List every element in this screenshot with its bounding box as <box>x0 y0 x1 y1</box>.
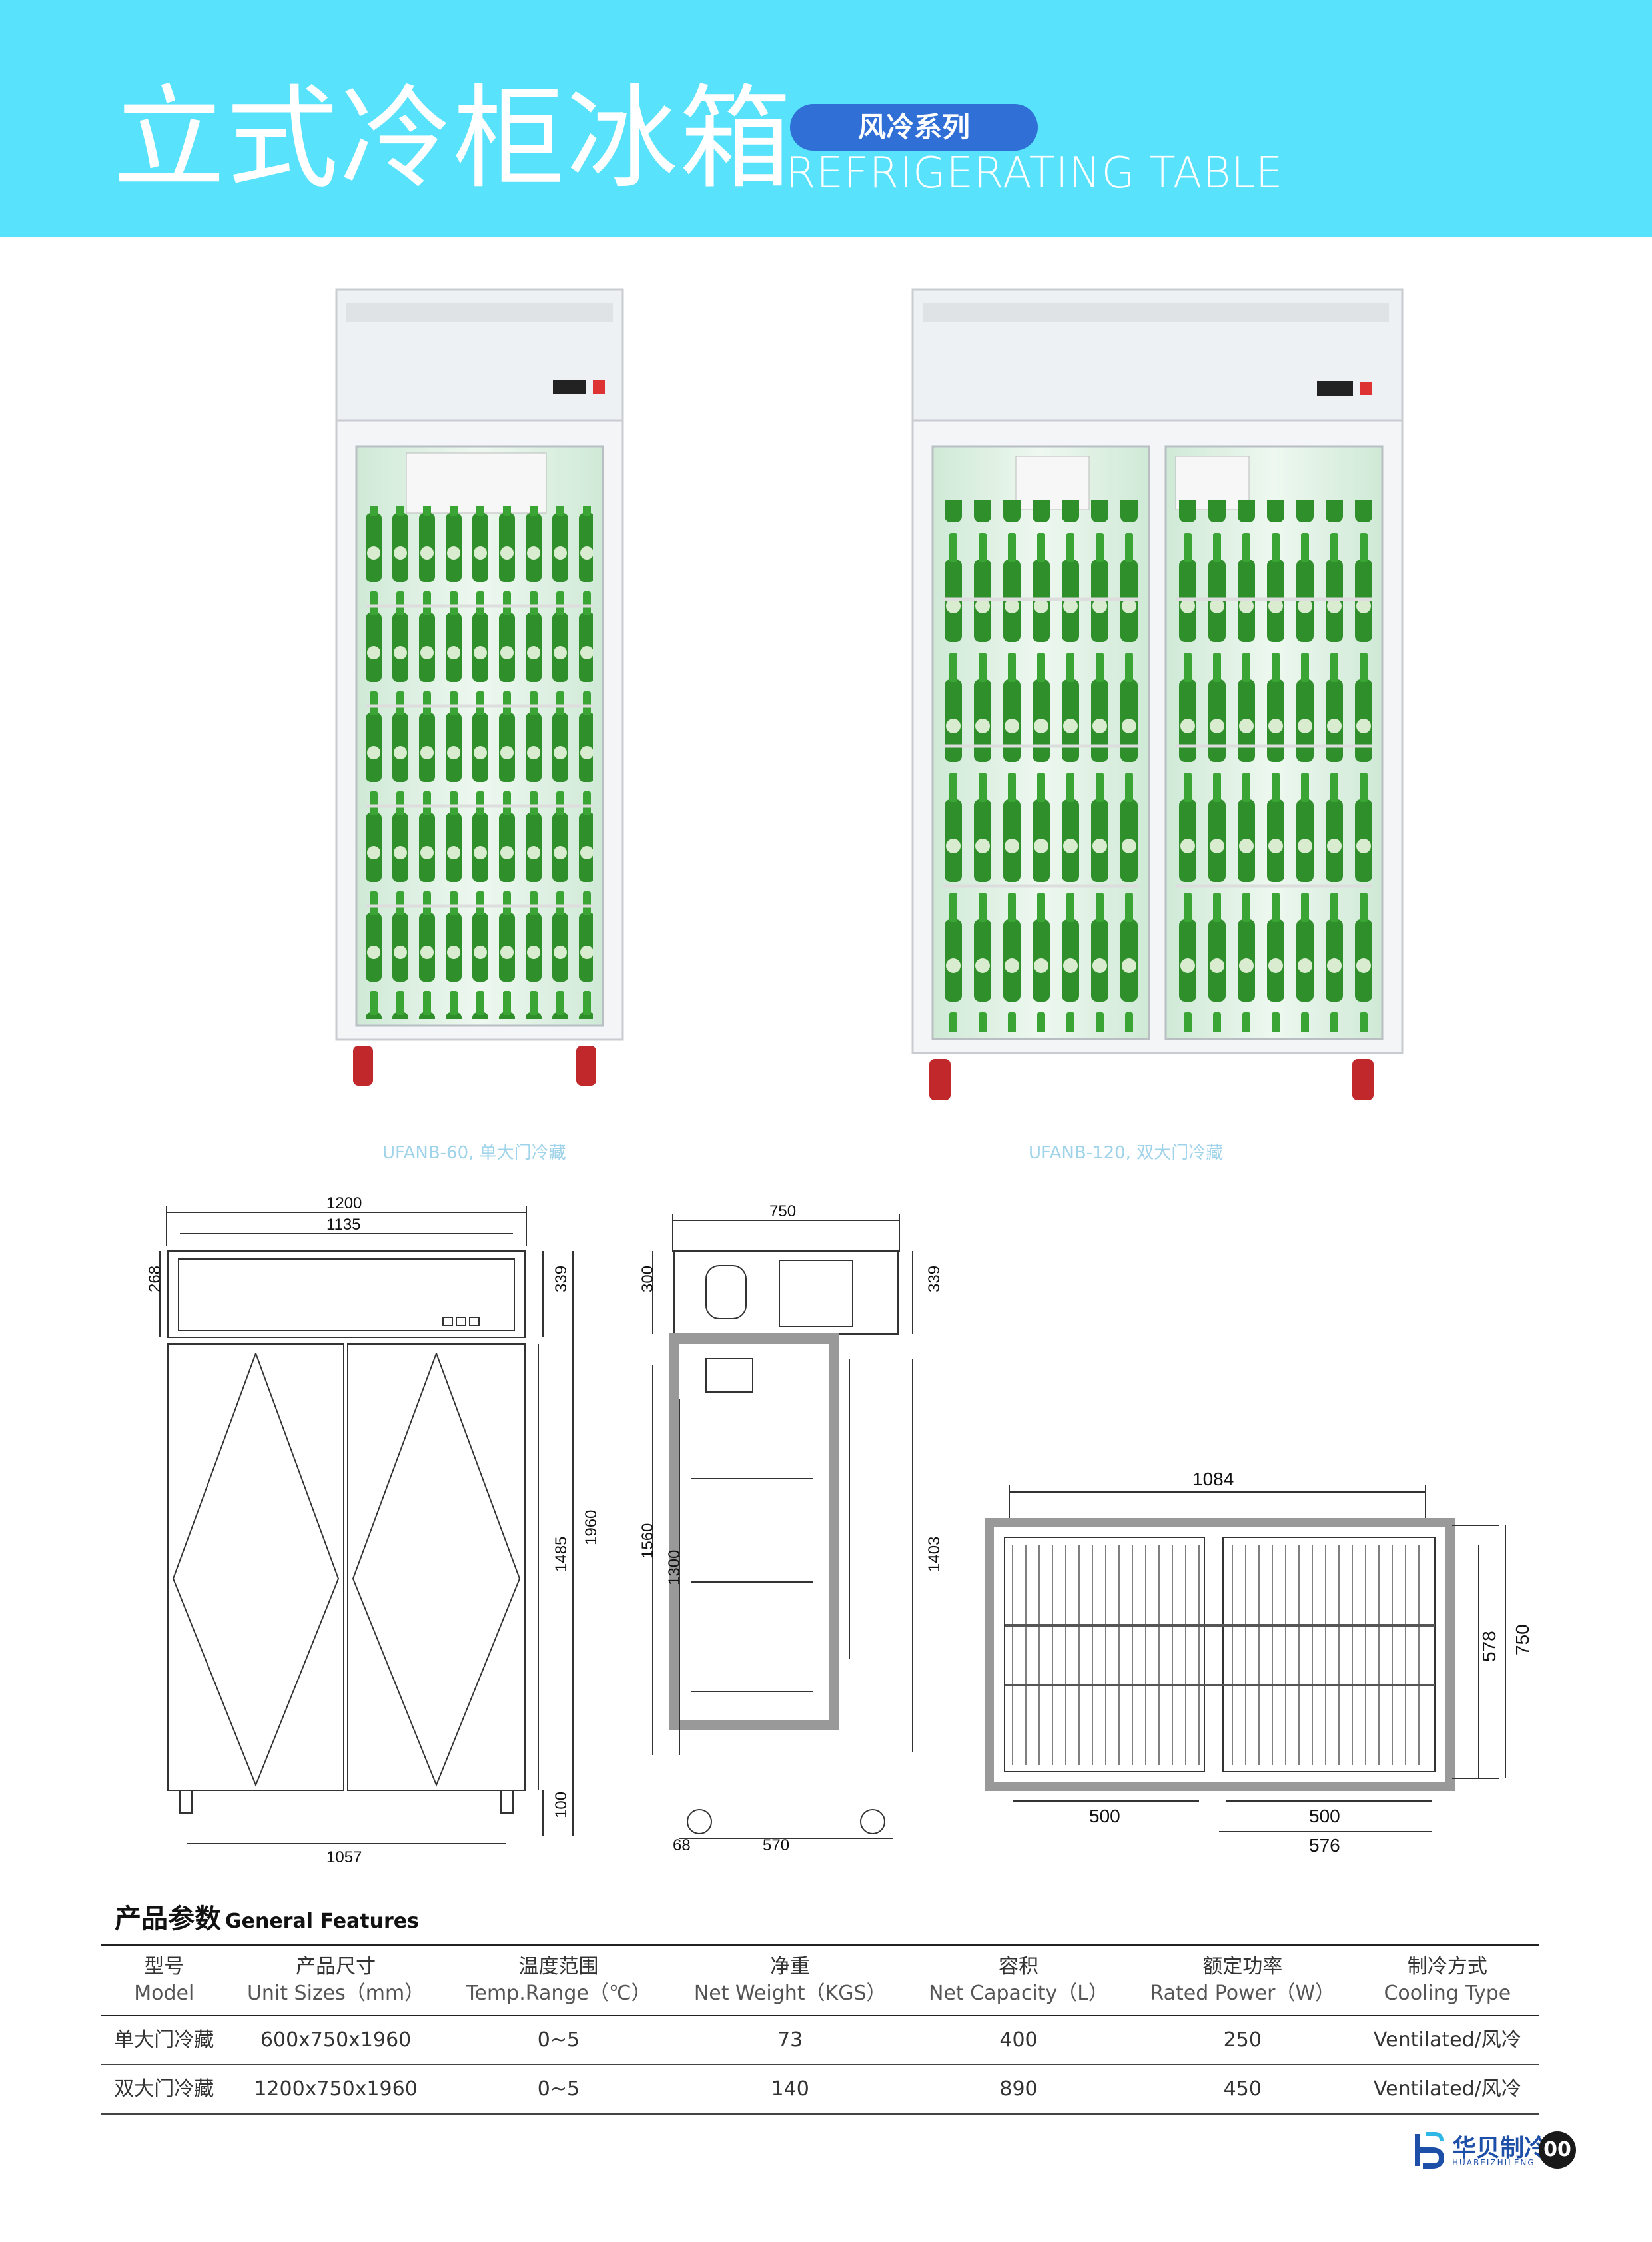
cell-cooling: Ventilated/风冷 <box>1356 2016 1539 2065</box>
cell-power: 450 <box>1128 2065 1356 2115</box>
brand-name-cn: 华贝制冷 <box>1452 2135 1549 2162</box>
header-banner: 立式冷柜冰箱 风冷系列 REFRIGERATING TABLE <box>0 0 1652 237</box>
cell-temp: 0~5 <box>444 2016 673 2065</box>
page-number: 00 <box>1539 2131 1576 2169</box>
cell-temp: 0~5 <box>444 2065 673 2115</box>
brand-logo: 华贝制冷 HUABEIZHILENG <box>1412 2129 1585 2173</box>
dim-576: 576 <box>1309 1835 1340 1856</box>
dim-1403: 1403 <box>925 1537 943 1572</box>
brand-mark-icon <box>1415 2132 1445 2169</box>
dim-500-right: 500 <box>1309 1806 1340 1826</box>
spec-title-en: General Features <box>225 1910 420 1933</box>
dim-750-top: 750 <box>1512 1624 1533 1655</box>
product-photo-single-door <box>335 288 624 1086</box>
dim-1135: 1135 <box>326 1216 361 1234</box>
dim-1300: 1300 <box>665 1550 683 1585</box>
dim-339-side: 339 <box>925 1266 943 1292</box>
cell-model: 双大门冷藏 <box>101 2065 227 2115</box>
cell-weight: 140 <box>672 2065 909 2115</box>
cell-size: 1200x750x1960 <box>226 2065 445 2115</box>
cell-cooling: Ventilated/风冷 <box>1356 2065 1539 2115</box>
dim-268: 268 <box>146 1266 164 1292</box>
cell-model: 单大门冷藏 <box>101 2016 227 2065</box>
dim-578: 578 <box>1479 1631 1499 1662</box>
caption-single-door: UFANB-60, 单大门冷藏 <box>382 1143 566 1163</box>
product-photo-double-door <box>911 288 1404 1100</box>
brand-name-en: HUABEIZHILENG <box>1452 2158 1535 2167</box>
table-row: 双大门冷藏 1200x750x1960 0~5 140 890 450 Vent… <box>101 2065 1539 2115</box>
cell-capacity: 400 <box>908 2016 1129 2065</box>
cell-weight: 73 <box>672 2016 909 2065</box>
dim-1200: 1200 <box>326 1194 362 1212</box>
cell-power: 250 <box>1128 2016 1356 2065</box>
dim-1485: 1485 <box>552 1537 570 1572</box>
dim-1084: 1084 <box>1192 1469 1234 1489</box>
cell-capacity: 890 <box>908 2065 1129 2115</box>
table-row: 单大门冷藏 600x750x1960 0~5 73 400 250 Ventil… <box>101 2016 1539 2065</box>
front-view-drawing: 1200 1135 268 339 1485 1960 100 1057 <box>146 1194 600 1866</box>
side-view-drawing: 750 300 339 1560 1300 1403 68 570 <box>639 1202 943 1854</box>
dim-1960: 1960 <box>582 1510 600 1545</box>
dim-1560: 1560 <box>639 1523 657 1559</box>
spec-title-cn: 产品参数 <box>115 1904 221 1934</box>
dim-500-left: 500 <box>1089 1806 1120 1826</box>
page-subtitle: REFRIGERATING TABLE <box>786 149 1284 198</box>
top-view-drawing: 1084 578 750 500 500 576 <box>985 1469 1533 1856</box>
dim-570: 570 <box>763 1836 789 1854</box>
dim-750-side: 750 <box>769 1202 796 1220</box>
dim-339: 339 <box>552 1266 570 1292</box>
dim-1057: 1057 <box>326 1848 362 1866</box>
series-badge: 风冷系列 <box>790 104 1038 151</box>
cell-size: 600x750x1960 <box>226 2016 445 2065</box>
dim-68: 68 <box>673 1836 691 1854</box>
dim-100: 100 <box>552 1792 570 1818</box>
dim-300: 300 <box>639 1266 657 1292</box>
page-title: 立式冷柜冰箱 <box>113 73 793 204</box>
caption-double-door: UFANB-120, 双大门冷藏 <box>1029 1143 1224 1163</box>
